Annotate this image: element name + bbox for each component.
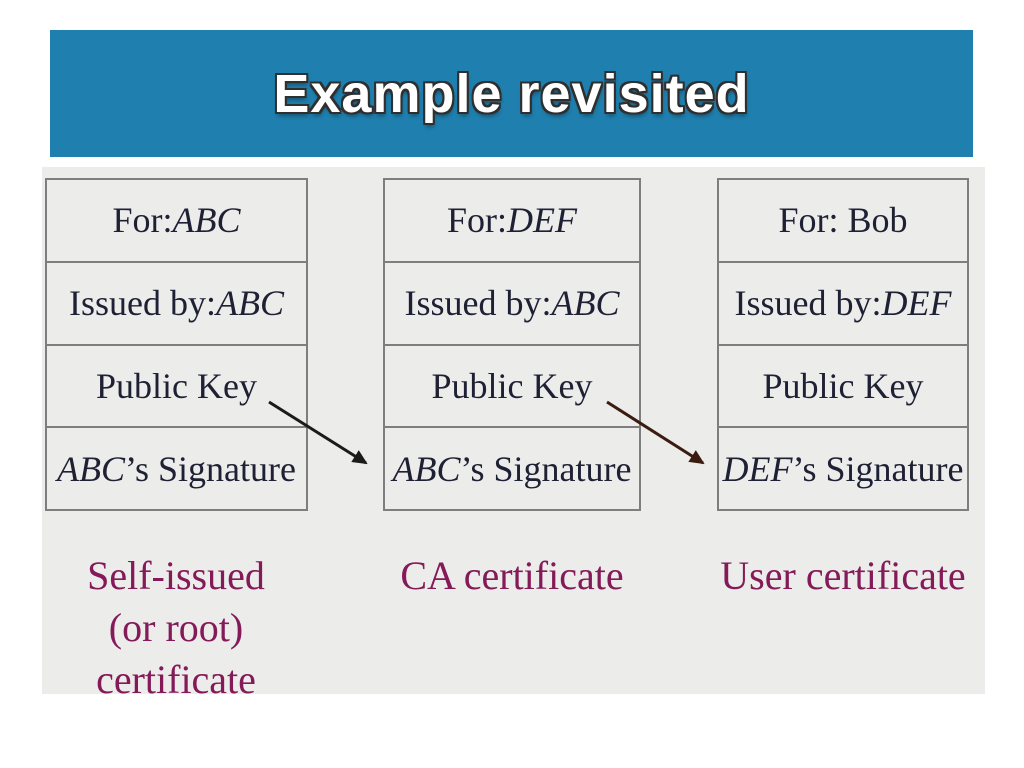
row-text-emphasis: DEF: [881, 283, 952, 324]
cert-row-signature: ABC’s Signature: [385, 426, 639, 509]
label-root-certificate: Self-issued (or root) certificate: [26, 550, 326, 706]
label-line: certificate: [96, 657, 256, 702]
row-text-emphasis: DEF: [722, 448, 793, 489]
label-line: CA certificate: [400, 553, 624, 598]
cert-row-issued-by: Issued by: ABC: [47, 260, 306, 344]
row-text: Public Key: [431, 365, 593, 406]
cert-row-for: For: DEF: [385, 180, 639, 261]
label-ca-certificate: CA certificate: [362, 550, 662, 602]
row-text: ’s Signature: [792, 448, 964, 489]
label-line: User certificate: [720, 553, 966, 598]
row-text-emphasis: DEF: [507, 200, 577, 241]
row-text-emphasis: ABC: [551, 283, 620, 324]
row-text-emphasis: ABC: [57, 448, 125, 489]
row-text: ’s Signature: [460, 448, 632, 489]
row-text: For:: [112, 200, 173, 241]
label-line: (or root): [108, 605, 244, 650]
cert-row-public-key: Public Key: [719, 343, 967, 427]
row-text: Issued by:: [69, 283, 216, 324]
cert-row-for: For: Bob: [719, 180, 967, 261]
cert-row-issued-by: Issued by: DEF: [719, 260, 967, 344]
row-text: Issued by:: [404, 283, 552, 324]
label-user-certificate: User certificate: [693, 550, 993, 602]
cert-row-public-key: Public Key: [47, 343, 306, 427]
row-text: For:: [447, 200, 508, 241]
certificate-box-user: For: Bob Issued by: DEF Public Key DEF’s…: [717, 178, 969, 511]
row-text-emphasis: ABC: [392, 448, 461, 489]
slide-title: Example revisited: [273, 63, 750, 124]
row-text: Public Key: [96, 365, 257, 406]
row-text-emphasis: ABC: [216, 283, 284, 324]
certificate-box-root: For: ABC Issued by: ABC Public Key ABC’s…: [45, 178, 308, 511]
diagram-area: [42, 167, 985, 694]
row-text: Public Key: [762, 365, 924, 406]
cert-row-signature: ABC’s Signature: [47, 426, 306, 509]
cert-row-public-key: Public Key: [385, 343, 639, 427]
row-text: For: Bob: [778, 200, 908, 241]
row-text: ’s Signature: [125, 448, 296, 489]
cert-row-for: For: ABC: [47, 180, 306, 261]
row-text: Issued by:: [734, 283, 882, 324]
slide-title-banner: Example revisited: [50, 30, 973, 157]
certificate-box-ca: For: DEF Issued by: ABC Public Key ABC’s…: [383, 178, 641, 511]
row-text-emphasis: ABC: [172, 200, 241, 241]
cert-row-signature: DEF’s Signature: [719, 426, 967, 509]
cert-row-issued-by: Issued by: ABC: [385, 260, 639, 344]
label-line: Self-issued: [87, 553, 265, 598]
